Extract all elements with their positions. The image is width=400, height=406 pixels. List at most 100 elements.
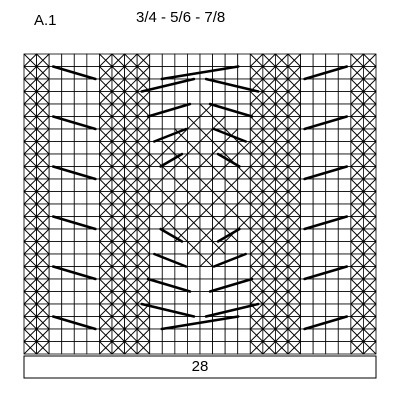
cross-symbol: [249, 153, 264, 167]
cross-symbol: [149, 203, 163, 217]
cross-symbol: [36, 203, 50, 217]
chart-cell: [337, 53, 352, 67]
cross-symbol: [174, 128, 188, 142]
chart-cell: [325, 241, 339, 255]
chart-cell: [61, 291, 75, 305]
cross-symbol: [275, 178, 289, 192]
cross-symbol: [287, 253, 301, 267]
cross-symbol: [23, 53, 37, 67]
cross-symbol: [187, 241, 201, 255]
chart-cell: [237, 178, 251, 192]
cross-symbol: [136, 316, 151, 330]
cross-symbol: [275, 191, 289, 205]
cross-symbol: [99, 303, 113, 317]
chart-cell: [300, 128, 314, 142]
chart-cell: [86, 191, 100, 205]
chart-cell: [325, 278, 339, 292]
cross-symbol: [262, 178, 276, 192]
cross-symbol: [23, 253, 37, 267]
chart-cell: [312, 178, 327, 192]
cross-symbol: [124, 241, 138, 255]
cross-symbol: [262, 53, 276, 67]
cross-symbol: [99, 203, 113, 217]
cable-line-symbol: [303, 215, 349, 231]
chart-cell: [61, 341, 75, 355]
cross-symbol: [36, 53, 50, 67]
cable-line-symbol: [159, 152, 184, 168]
cross-symbol: [350, 53, 364, 67]
chart-cell: [161, 178, 176, 192]
cross-symbol: [363, 103, 377, 117]
chart-cell: [325, 328, 339, 342]
cross-symbol: [136, 178, 151, 192]
chart-cell: [337, 303, 352, 317]
chart-cell: [337, 91, 352, 105]
cross-symbol: [262, 91, 276, 105]
cross-symbol: [363, 78, 377, 92]
cross-symbol: [124, 303, 138, 317]
cross-symbol: [99, 291, 113, 305]
cross-symbol: [249, 316, 264, 330]
chart-cell: [161, 341, 176, 355]
chart-cell: [312, 53, 327, 67]
chart-cell: [199, 241, 213, 255]
cross-symbol: [111, 328, 125, 342]
chart-cell: [312, 328, 327, 342]
chart-cell: [48, 203, 63, 217]
chart-cell: [300, 228, 314, 242]
chart-cell: [337, 341, 352, 355]
chart-cell: [149, 166, 163, 180]
chart-label: A.1: [34, 12, 57, 29]
cross-symbol: [124, 216, 138, 230]
chart-cell: [300, 253, 314, 267]
cable-line-symbol: [303, 65, 349, 81]
cross-symbol: [36, 241, 50, 255]
chart-cell: [149, 53, 163, 67]
cable-lines: [51, 65, 349, 331]
cross-symbol: [363, 316, 377, 330]
cross-symbol: [99, 116, 113, 130]
chart-cell: [86, 53, 100, 67]
chart-cell: [73, 278, 88, 292]
cross-symbol: [275, 103, 289, 117]
cross-symbol: [136, 153, 151, 167]
chart-cell: [73, 341, 88, 355]
cross-symbol: [287, 141, 301, 155]
cable-line-symbol: [303, 315, 349, 331]
cross-symbol: [262, 128, 276, 142]
chart-cell: [237, 241, 251, 255]
cross-symbol: [287, 278, 301, 292]
cross-symbol: [124, 266, 138, 280]
cross-symbol: [111, 103, 125, 117]
cross-symbol: [249, 216, 264, 230]
cable-line-symbol: [153, 252, 188, 268]
chart-cell: [149, 328, 163, 342]
cross-symbol: [124, 128, 138, 142]
cross-symbol: [23, 228, 37, 242]
chart-cell: [325, 128, 339, 142]
chart-cell: [337, 328, 352, 342]
cross-symbol: [99, 191, 113, 205]
chart-cell: [237, 291, 251, 305]
chart-cell: [187, 53, 201, 67]
cross-symbol: [23, 153, 37, 167]
chart-cell: [73, 253, 88, 267]
cross-symbol: [136, 203, 151, 217]
chart-cell: [300, 278, 314, 292]
chart-cell: [187, 266, 201, 280]
cable-line-symbol: [216, 152, 241, 168]
cross-symbol: [36, 278, 50, 292]
cross-symbol: [363, 241, 377, 255]
cross-symbol: [111, 203, 125, 217]
cross-symbol: [23, 178, 37, 192]
cross-symbol: [111, 316, 125, 330]
cross-symbol: [275, 303, 289, 317]
chart-cell: [61, 128, 75, 142]
chart-cell: [73, 153, 88, 167]
chart-cell: [312, 303, 327, 317]
cross-symbol: [23, 278, 37, 292]
chart-cell: [73, 91, 88, 105]
chart-cell: [237, 266, 251, 280]
chart-cell: [312, 253, 327, 267]
